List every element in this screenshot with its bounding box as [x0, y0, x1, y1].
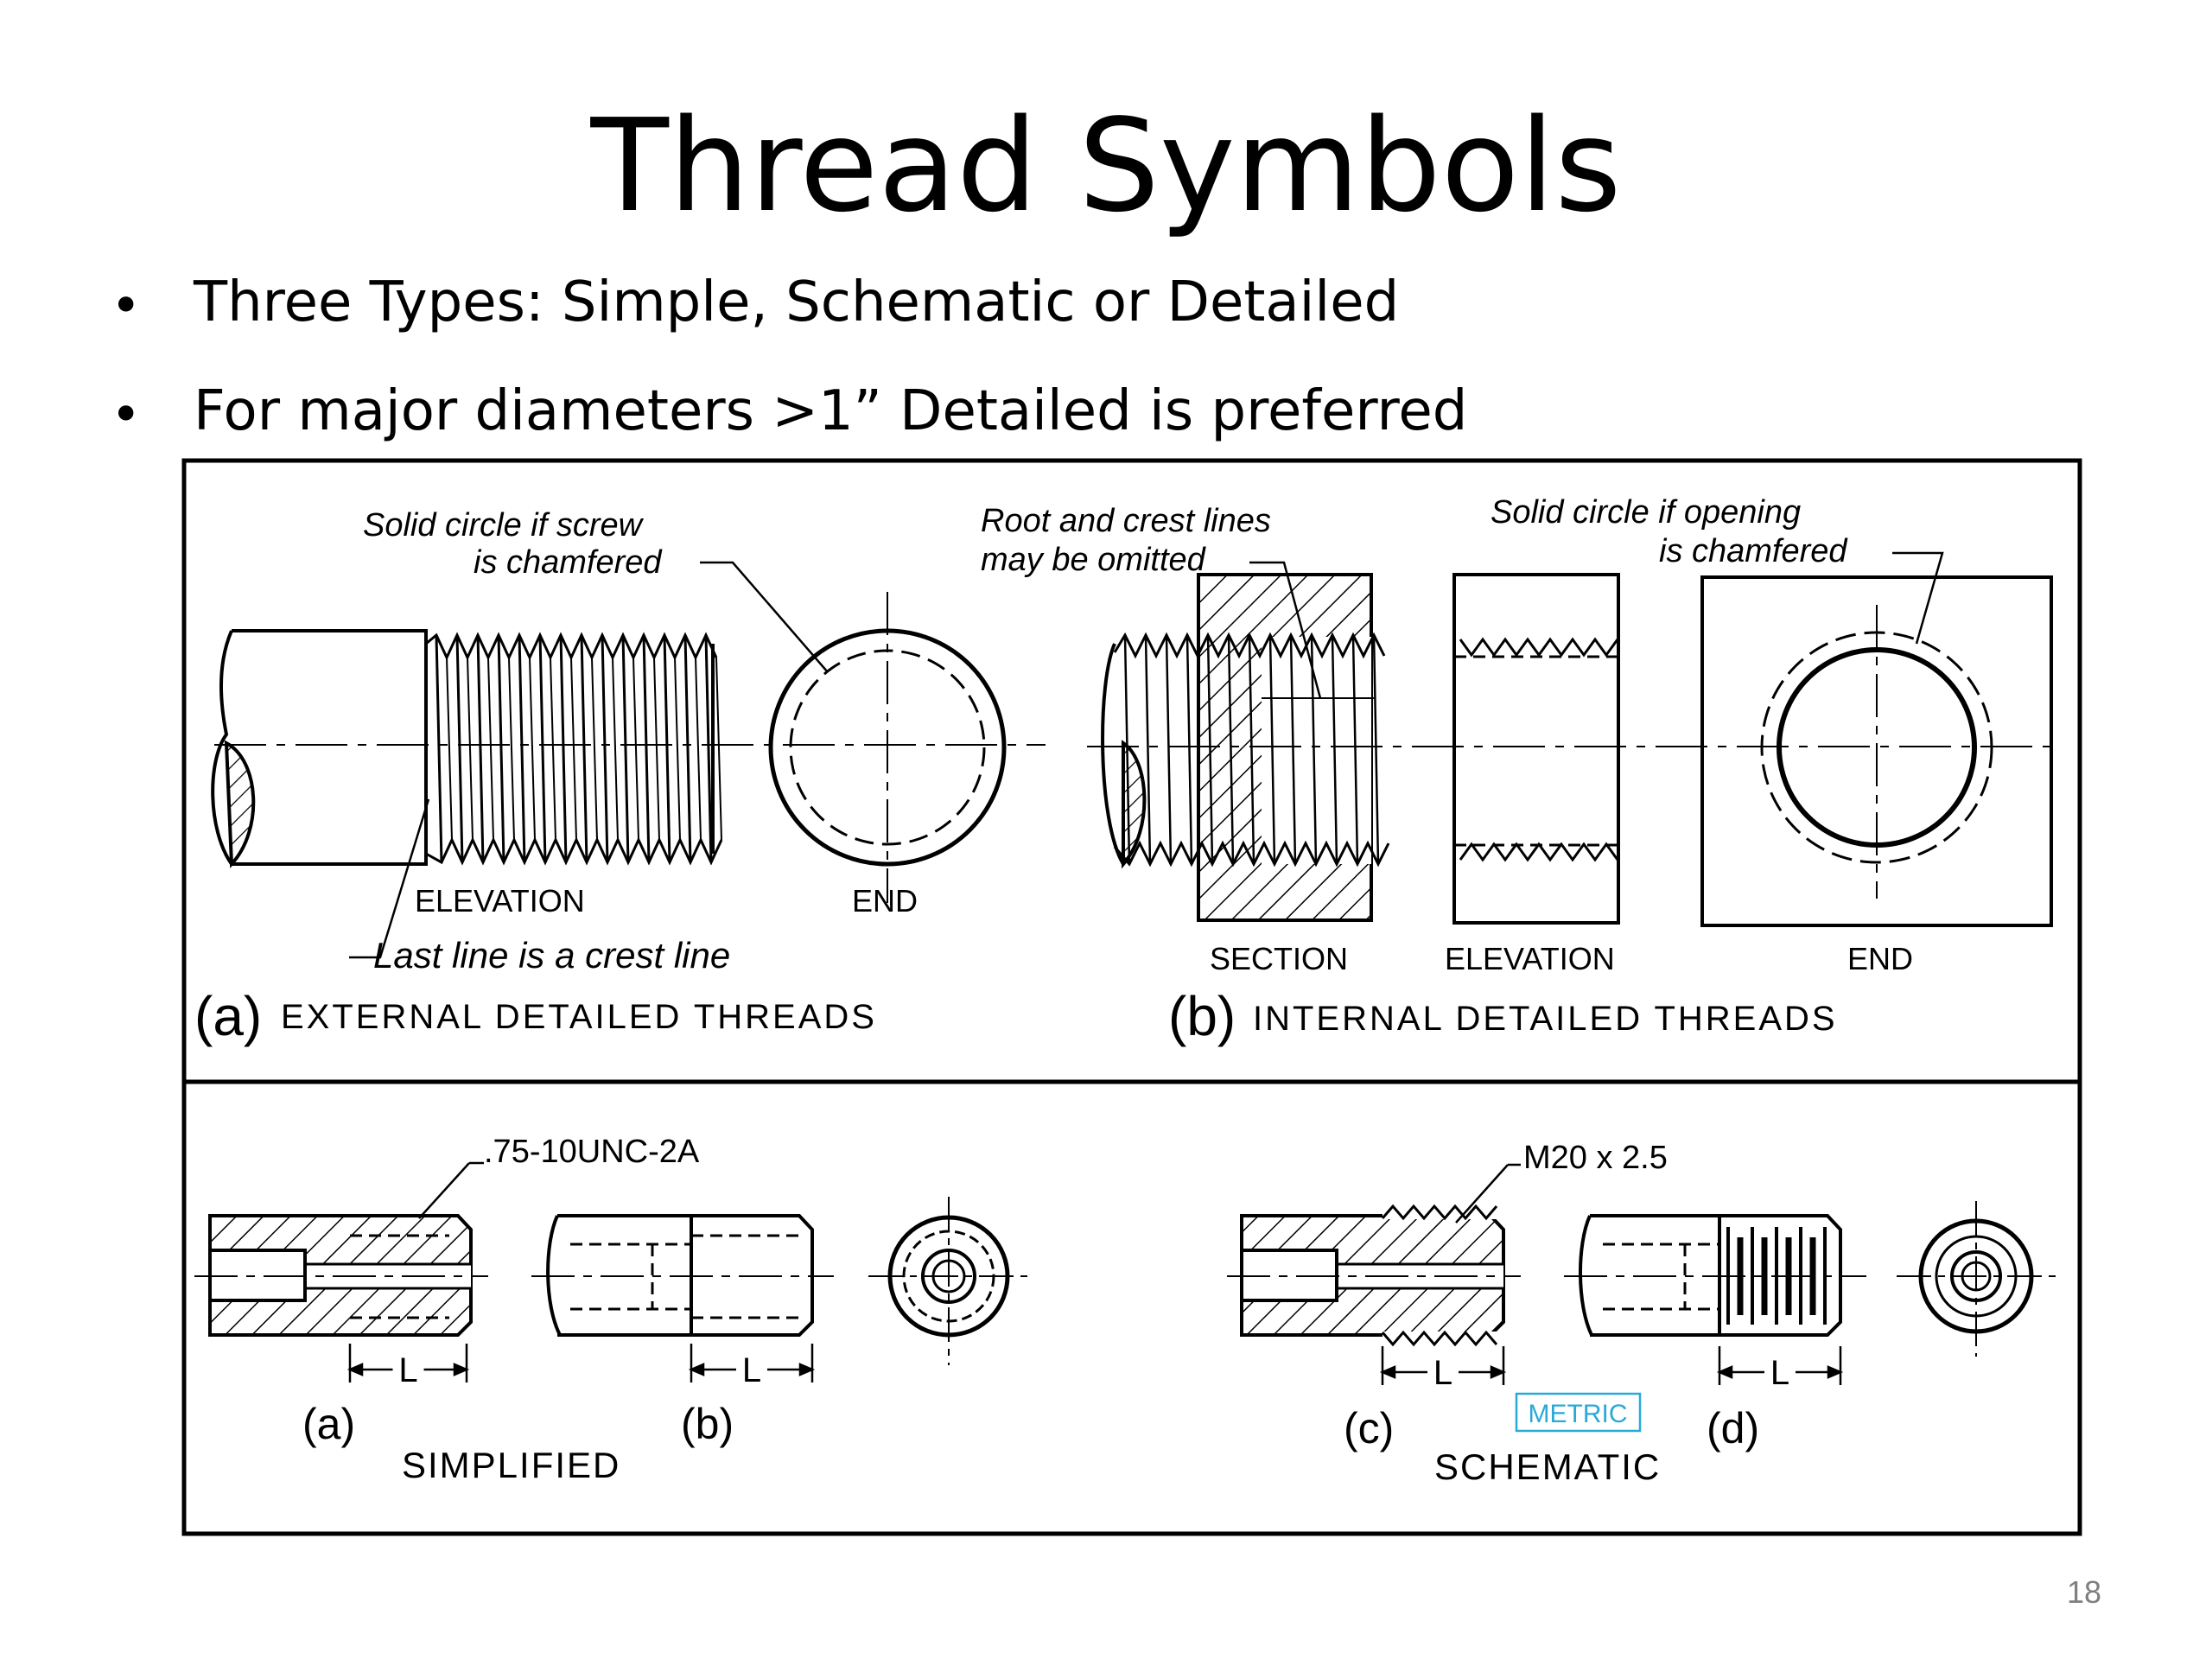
slide-title: Thread Symbols [590, 92, 1622, 240]
schematic-section-drawing [1227, 1163, 1521, 1347]
label-section: SECTION [1210, 941, 1348, 976]
bottom-figure-text: .75-10UNC-2A M20 x 2.5 (a) (b) (c) (d) S… [302, 1134, 1759, 1487]
schematic-end-view [1897, 1201, 2056, 1357]
simplified-elevation-drawing [531, 1214, 834, 1337]
bullet-dot-icon: • [111, 276, 142, 336]
bullet-text: Three Types: Simple, Schematic or Detail… [194, 270, 1400, 334]
note-opening-line1: Solid circle if opening [1491, 494, 1801, 531]
external-end-view [768, 592, 1007, 903]
bottom-figure-frame [181, 1079, 2082, 1536]
caption-b-letter: (b) [1168, 985, 1236, 1047]
schematic-elevation-drawing [1564, 1214, 1866, 1337]
internal-section-drawing [1101, 561, 1390, 922]
leader-lines-external [349, 561, 829, 959]
note-root-line2: may be omitted [981, 542, 1207, 578]
top-captions: (a) EXTERNAL DETAILED THREADS (b) INTERN… [194, 985, 1838, 1047]
group-schematic: SCHEMATIC [1434, 1446, 1661, 1487]
label-end-external: END [852, 883, 918, 918]
letter-a: (a) [302, 1400, 355, 1448]
top-view-labels: ELEVATION END SECTION ELEVATION END [415, 883, 1913, 976]
note-screw-line1: Solid circle if screw [363, 507, 645, 543]
internal-end-view [1700, 551, 2053, 927]
label-end-internal: END [1847, 941, 1913, 976]
callout-metric: M20 x 2.5 [1523, 1140, 1668, 1176]
bullet-dot-icon: • [111, 385, 142, 445]
letter-b: (b) [681, 1400, 734, 1448]
dimension-label: L [398, 1351, 417, 1389]
note-root-line1: Root and crest lines [981, 503, 1271, 539]
note-last-line: Last line is a crest line [373, 935, 730, 976]
caption-b-text: INTERNAL DETAILED THREADS [1253, 1000, 1838, 1038]
bullet-text: For major diameters >1” Detailed is pref… [194, 379, 1468, 443]
label-elevation-internal: ELEVATION [1445, 941, 1615, 976]
bullet-item: • For major diameters >1” Detailed is pr… [111, 384, 1467, 493]
callout-unc: .75-10UNC-2A [484, 1134, 700, 1170]
caption-a-letter: (a) [194, 985, 262, 1047]
label-elevation-external: ELEVATION [415, 883, 585, 918]
dimension-label: L [1433, 1354, 1452, 1392]
simplified-section-drawing [194, 1161, 488, 1337]
dimension-label: L [1770, 1354, 1789, 1392]
bullet-item: • Three Types: Simple, Schematic or Deta… [111, 275, 1467, 384]
metric-badge-text: METRIC [1529, 1400, 1628, 1428]
group-simplified: SIMPLIFIED [402, 1445, 620, 1485]
note-opening-line2: is chamfered [1659, 533, 1848, 569]
page-number: 18 [2066, 1574, 2101, 1610]
letter-c: (c) [1344, 1404, 1394, 1452]
metric-badge: METRIC [1515, 1392, 1642, 1433]
bullet-list: • Three Types: Simple, Schematic or Deta… [111, 275, 1467, 493]
internal-elevation-drawing [1452, 573, 1620, 925]
caption-a-text: EXTERNAL DETAILED THREADS [281, 998, 877, 1036]
external-elevation-drawing [211, 629, 1046, 868]
letter-d: (d) [1707, 1404, 1759, 1452]
simplified-end-view [868, 1197, 1028, 1365]
dimension-label: L [742, 1351, 761, 1389]
top-figure-text: Solid circle if screw is chamfered Root … [363, 494, 1848, 976]
note-screw-line2: is chamfered [474, 544, 663, 581]
